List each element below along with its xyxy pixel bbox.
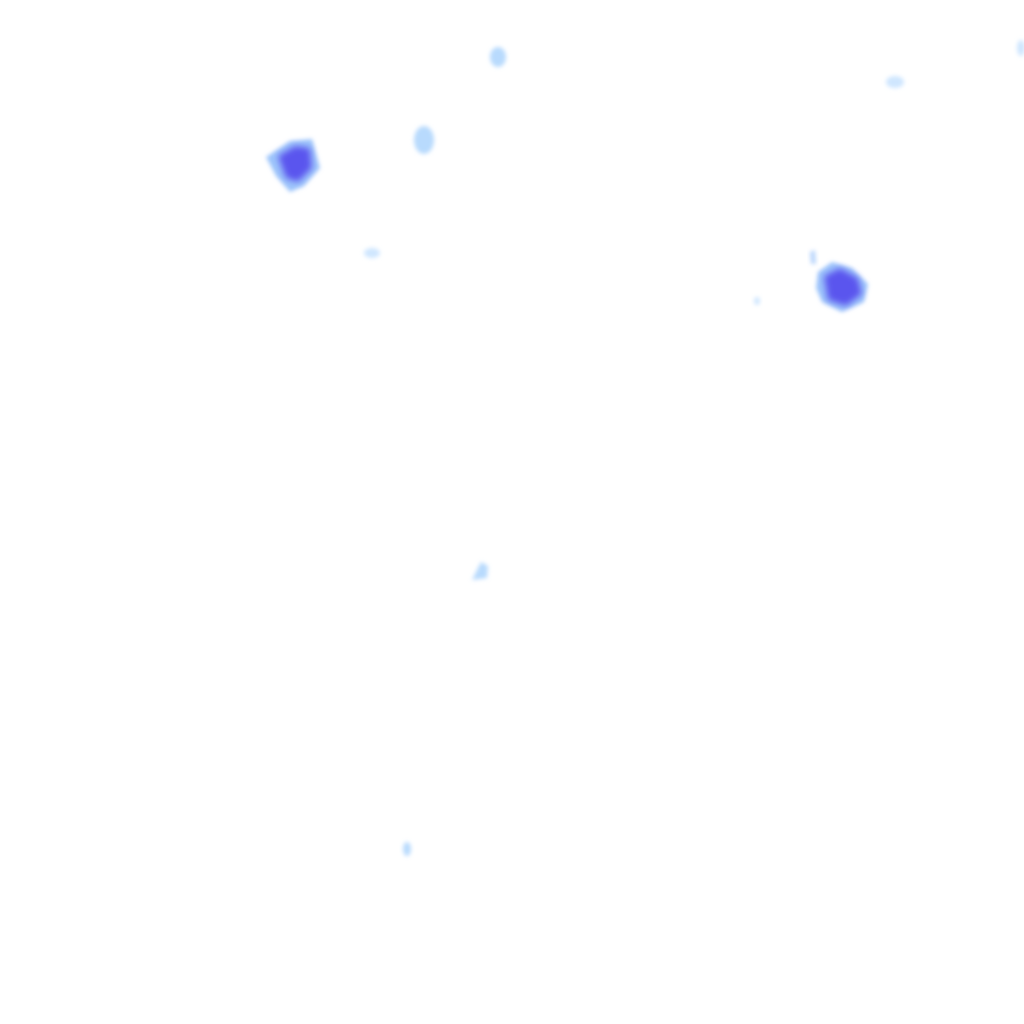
speck-small — [414, 126, 434, 154]
speck-faint — [886, 76, 904, 88]
speck-medium — [472, 562, 488, 580]
speck-faint — [364, 248, 380, 258]
speck-tiny — [754, 297, 760, 305]
large-blob-upper-left — [266, 139, 320, 192]
speck-tiny — [403, 842, 411, 856]
speck-field — [364, 40, 1024, 856]
large-blob-right — [810, 250, 868, 312]
speck-small — [490, 47, 506, 67]
speck-faint — [1017, 40, 1024, 56]
